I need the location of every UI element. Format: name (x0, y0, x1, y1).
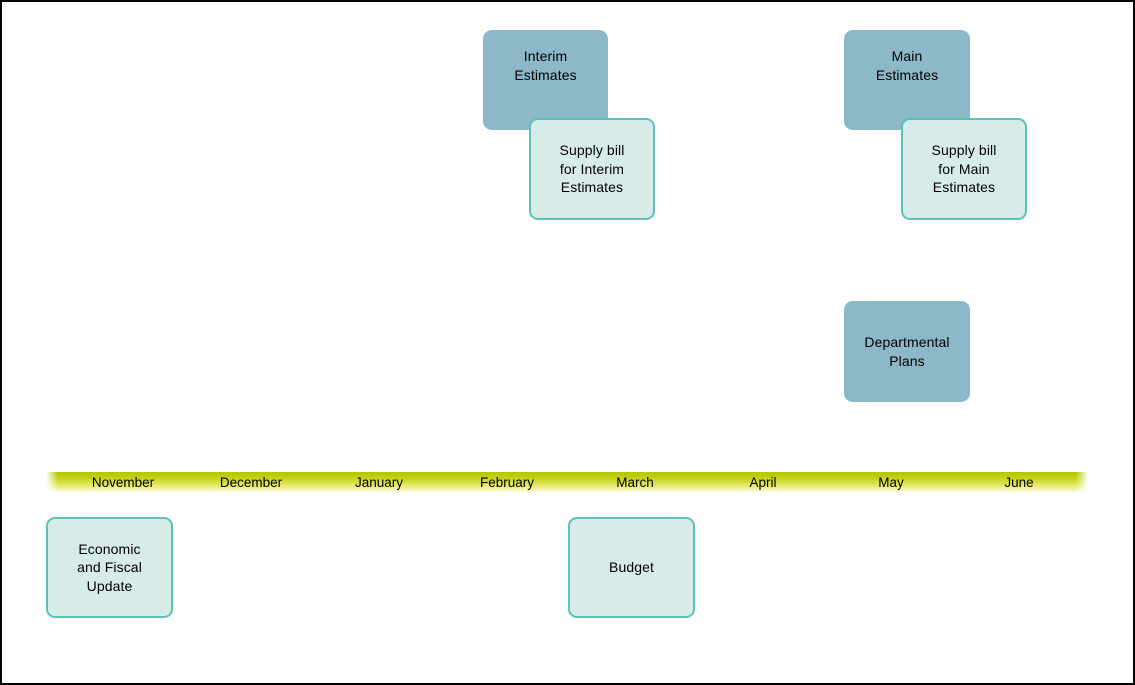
month-label-december: December (219, 475, 283, 490)
month-timeline-bar: November December January February March… (46, 472, 1088, 493)
interim-estimates-box: Interim Estimates (483, 30, 608, 130)
supply-bill-interim-estimates-box: Supply bill for Interim Estimates (529, 118, 655, 220)
month-label-february: February (479, 475, 535, 490)
budget-box: Budget (568, 517, 695, 618)
main-estimates-box: Main Estimates (844, 30, 970, 130)
month-label-march: March (616, 475, 654, 490)
month-label-april: April (749, 475, 777, 490)
month-label-may: May (878, 475, 904, 490)
departmental-plans-box: Departmental Plans (844, 301, 970, 402)
supply-bill-main-estimates-box: Supply bill for Main Estimates (901, 118, 1027, 220)
economic-and-fiscal-update-box: Economic and Fiscal Update (46, 517, 173, 618)
month-label-november: November (91, 475, 155, 490)
month-label-june: June (1004, 475, 1034, 490)
month-label-january: January (354, 475, 404, 490)
